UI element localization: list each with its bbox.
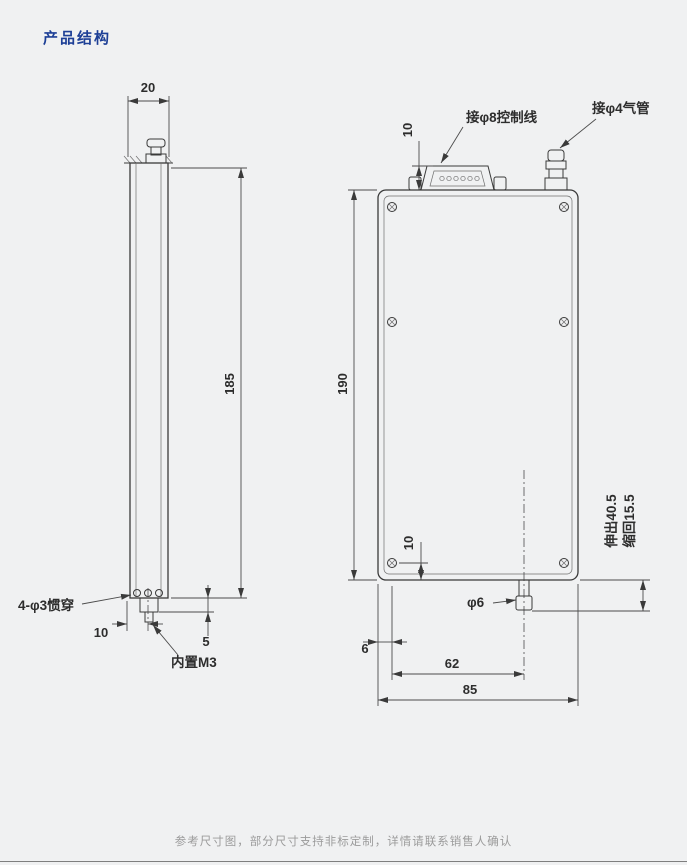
page-title: 产品结构 xyxy=(43,30,112,47)
control-connector xyxy=(408,165,507,191)
cover-screws xyxy=(387,202,569,568)
pin-dia-callout: φ6 xyxy=(467,595,517,610)
dim-connector-10: 10 xyxy=(400,123,433,190)
holes-callout: 4-φ3惯穿 xyxy=(18,593,132,613)
dim-edge-10: 10 xyxy=(94,588,163,640)
stroke-extend-label: 伸出40.5 xyxy=(603,494,619,549)
control-line-callout: 接φ8控制线 xyxy=(440,109,538,164)
dim-label-height-190: 190 xyxy=(335,373,350,395)
dim-label-height-185: 185 xyxy=(222,373,237,395)
screw-icon xyxy=(387,317,397,327)
dim-label-boss-5: 5 xyxy=(202,634,209,649)
air-fitting-side xyxy=(145,138,167,164)
air-tube-label: 接φ4气管 xyxy=(592,100,650,116)
pin-dia-label: φ6 xyxy=(467,595,485,610)
dim-width-20: 20 xyxy=(127,80,170,157)
dim-stroke: 伸出40.5 缩回15.5 xyxy=(532,494,650,612)
body-strip xyxy=(129,162,169,599)
air-tube-callout: 接φ4气管 xyxy=(559,100,650,149)
dim-boss-5: 5 xyxy=(159,585,214,649)
dim-edge-6: 6 xyxy=(361,584,407,706)
m3-callout: 内置M3 xyxy=(152,624,217,670)
screw-icon xyxy=(559,202,569,212)
m3-callout-label: 内置M3 xyxy=(171,654,217,670)
screw-icon xyxy=(559,317,569,327)
dim-label-edge-10: 10 xyxy=(94,625,108,640)
dim-label-span-62: 62 xyxy=(445,656,459,671)
bottom-divider xyxy=(0,861,687,862)
left-view: 20 185 10 xyxy=(18,80,247,670)
screw-icon xyxy=(387,202,397,212)
dim-hole-10: 10 xyxy=(399,536,428,580)
dim-width-85: 85 xyxy=(378,584,579,706)
control-line-label: 接φ8控制线 xyxy=(466,109,538,125)
dim-label-width-20: 20 xyxy=(141,80,155,95)
stroke-retract-label: 缩回15.5 xyxy=(621,494,637,548)
dim-height-190: 190 xyxy=(335,189,377,581)
dim-label-edge-6: 6 xyxy=(361,641,368,656)
dim-label-hole-10: 10 xyxy=(401,536,416,550)
right-view: 接φ8控制线 接φ4气管 10 190 xyxy=(335,100,650,706)
main-body xyxy=(377,189,579,581)
m3-boss xyxy=(139,597,159,623)
dim-label-connector-10: 10 xyxy=(400,123,415,137)
screw-icon xyxy=(387,558,397,568)
dim-label-width-85: 85 xyxy=(463,682,477,697)
air-fitting-front xyxy=(544,149,568,191)
output-pin xyxy=(515,470,533,680)
dim-height-185: 185 xyxy=(171,167,247,599)
holes-callout-label: 4-φ3惯穿 xyxy=(18,597,74,613)
screw-icon xyxy=(559,558,569,568)
dim-span-62: 62 xyxy=(392,656,524,677)
footer-note: 参考尺寸图，部分尺寸支持非标定制，详情请联系销售人确认 xyxy=(174,836,513,848)
